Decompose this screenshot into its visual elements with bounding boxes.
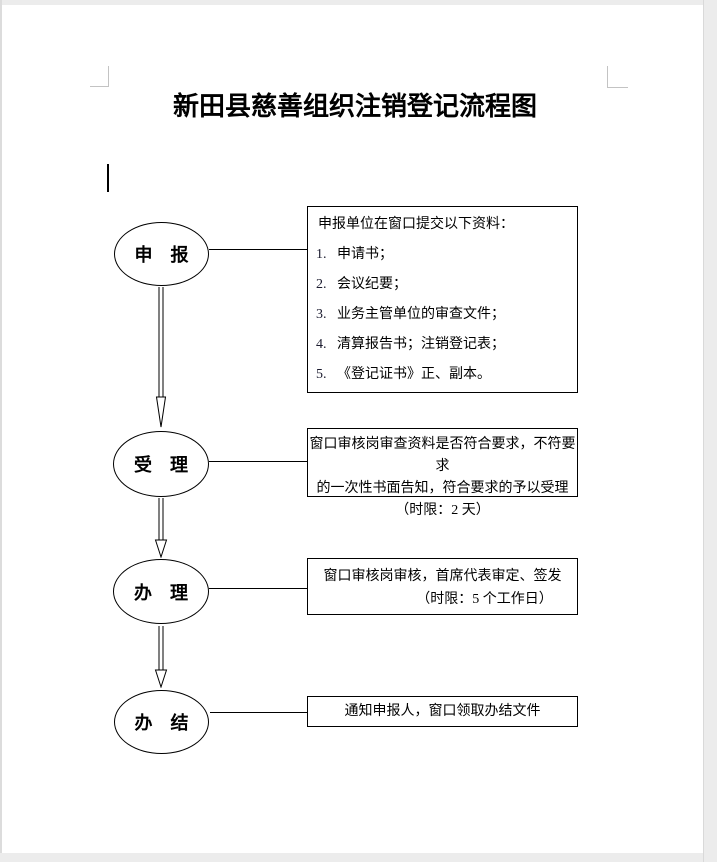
down-arrow-icon bbox=[147, 498, 175, 563]
list-item-number: 1. bbox=[316, 247, 327, 262]
list-item-text: 会议纪要； bbox=[337, 277, 407, 292]
box-text-line: 的一次性书面告知，符合要求的予以受理 bbox=[316, 481, 569, 496]
list-item-text: 《登记证书》正、副本。 bbox=[337, 367, 491, 382]
connector-line bbox=[209, 249, 307, 250]
list-item: 4. 清算报告书；注销登记表； bbox=[316, 335, 569, 355]
flow-node-label: 申 报 bbox=[134, 245, 189, 265]
window-edge-bottom bbox=[0, 853, 717, 862]
flow-node-label: 办 结 bbox=[134, 713, 189, 733]
down-arrow-icon bbox=[147, 287, 175, 433]
detail-box-materials: 申报单位在窗口提交以下资料： 1. 申请书； 2. 会议纪要； 3. 业务主管单… bbox=[307, 206, 578, 393]
list-item: 2. 会议纪要； bbox=[316, 275, 569, 295]
list-item-text: 清算报告书；注销登记表； bbox=[337, 337, 505, 352]
list-item: 5. 《登记证书》正、副本。 bbox=[316, 365, 569, 385]
window-edge-right bbox=[703, 0, 717, 862]
flow-node-label: 受 理 bbox=[134, 455, 188, 475]
crop-mark-top-left bbox=[90, 66, 109, 87]
box-text-line: （时限：5 个工作日） bbox=[416, 592, 553, 607]
list-item-number: 2. bbox=[316, 277, 327, 292]
box-text-line: （时限：2 天） bbox=[395, 503, 490, 518]
list-item-text: 业务主管单位的审查文件； bbox=[337, 307, 505, 322]
list-item: 3. 业务主管单位的审查文件； bbox=[316, 305, 569, 325]
flow-node-shenbao: 申 报 bbox=[114, 222, 209, 286]
down-arrow-icon bbox=[147, 626, 175, 693]
box-text-line: 窗口审核岗审核，首席代表审定、签发 bbox=[323, 569, 562, 584]
flow-node-label: 办 理 bbox=[134, 582, 188, 603]
list-item-text: 申请书； bbox=[337, 247, 393, 262]
box-text-line: 通知申报人，窗口领取办结文件 bbox=[344, 703, 541, 719]
list-item-number: 5. bbox=[316, 367, 327, 382]
flow-node-shouli: 受 理 bbox=[113, 431, 209, 497]
window-edge-left bbox=[0, 0, 2, 862]
list-item-number: 3. bbox=[316, 307, 327, 322]
crop-mark-top-right bbox=[607, 66, 628, 88]
detail-box-shouli: 窗口审核岗审查资料是否符合要求，不符要求 的一次性书面告知，符合要求的予以受理 … bbox=[307, 428, 578, 518]
list-item: 1. 申请书； bbox=[316, 245, 569, 265]
text-cursor bbox=[107, 164, 109, 192]
flow-node-banjie: 办 结 bbox=[114, 690, 209, 754]
flow-node-banli: 办 理 bbox=[113, 559, 209, 624]
connector-line bbox=[209, 588, 307, 589]
connector-line bbox=[210, 712, 307, 713]
box-text-line: 窗口审核岗审查资料是否符合要求，不符要求 bbox=[309, 437, 576, 474]
box-header: 申报单位在窗口提交以下资料： bbox=[318, 217, 514, 232]
detail-box-banjie: 通知申报人，窗口领取办结文件 bbox=[307, 696, 578, 727]
connector-line bbox=[209, 461, 307, 462]
page-title: 新田县慈善组织注销登记流程图 bbox=[172, 91, 537, 121]
window-edge-top bbox=[0, 0, 717, 5]
detail-box-banli: 窗口审核岗审核，首席代表审定、签发 （时限：5 个工作日） bbox=[307, 558, 578, 615]
list-item-number: 4. bbox=[316, 337, 327, 352]
